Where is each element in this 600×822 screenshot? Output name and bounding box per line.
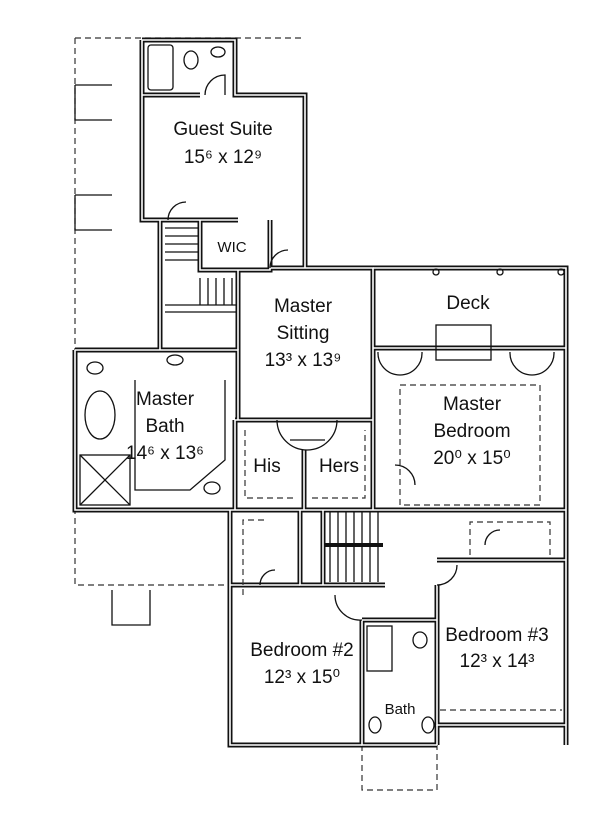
- bedroom3-closet-door[interactable]: [484, 529, 501, 546]
- master-bedroom-door[interactable]: [394, 464, 416, 486]
- room-size-guest-suite: 15⁶ x 12⁹: [184, 147, 262, 168]
- room-label-master-bedroom-1: Master: [443, 394, 502, 415]
- room-label-guest-suite: Guest Suite: [173, 119, 272, 140]
- bath-tub-icon: [366, 625, 393, 672]
- guest-sink-icon: [210, 46, 226, 58]
- room-size-master-bedroom: 20⁰ x 15⁰: [433, 448, 511, 469]
- bath-sink-icon-2: [421, 716, 435, 734]
- fireplace-icon: [435, 324, 492, 361]
- tub-icon: [84, 390, 116, 440]
- room-label-master-bath-1: Master: [136, 389, 195, 410]
- sink-icon: [166, 354, 184, 366]
- porch-windows: [74, 84, 151, 626]
- closet-doors[interactable]: [276, 419, 338, 451]
- toilet-icon: [86, 361, 104, 375]
- room-label-master-sitting-2: Sitting: [277, 323, 330, 344]
- shower-icon: [79, 454, 131, 506]
- room-label-deck: Deck: [446, 293, 490, 314]
- guest-tub-icon: [147, 44, 174, 91]
- sink-icon-2: [203, 481, 221, 495]
- bedroom-french-doors[interactable]: [377, 351, 555, 376]
- room-label-bedroom-3: Bedroom #3: [445, 625, 549, 646]
- room-size-master-sitting: 13³ x 13⁹: [265, 350, 342, 371]
- room-size-bedroom-3: 12³ x 14³: [460, 651, 535, 672]
- room-label-wic: WIC: [217, 239, 246, 256]
- room-label-bedroom-2: Bedroom #2: [250, 640, 354, 661]
- guest-suite-door[interactable]: [167, 201, 187, 221]
- room-label-his: His: [253, 456, 280, 477]
- guest-bath-door[interactable]: [204, 74, 226, 96]
- bath-sink-icon: [368, 716, 382, 734]
- room-label-master-sitting-1: Master: [274, 296, 333, 317]
- bath-toilet-icon: [412, 631, 428, 649]
- room-label-hers: Hers: [319, 456, 359, 477]
- room-label-master-bedroom-2: Bedroom: [433, 421, 510, 442]
- bedroom2-closet-door[interactable]: [259, 569, 276, 586]
- guest-toilet-icon: [183, 50, 199, 70]
- sitting-door[interactable]: [269, 249, 289, 269]
- stairs-upper: [165, 227, 236, 313]
- bedroom2-door[interactable]: [334, 594, 363, 621]
- fixtures: [79, 44, 565, 734]
- stairs-lower: [325, 512, 383, 582]
- room-label-master-bath-2: Bath: [145, 416, 184, 437]
- bedroom3-door[interactable]: [436, 564, 458, 586]
- room-size-bedroom-2: 12³ x 15⁰: [264, 667, 340, 688]
- room-label-bath: Bath: [385, 701, 416, 718]
- room-size-master-bath: 14⁶ x 13⁶: [126, 443, 204, 464]
